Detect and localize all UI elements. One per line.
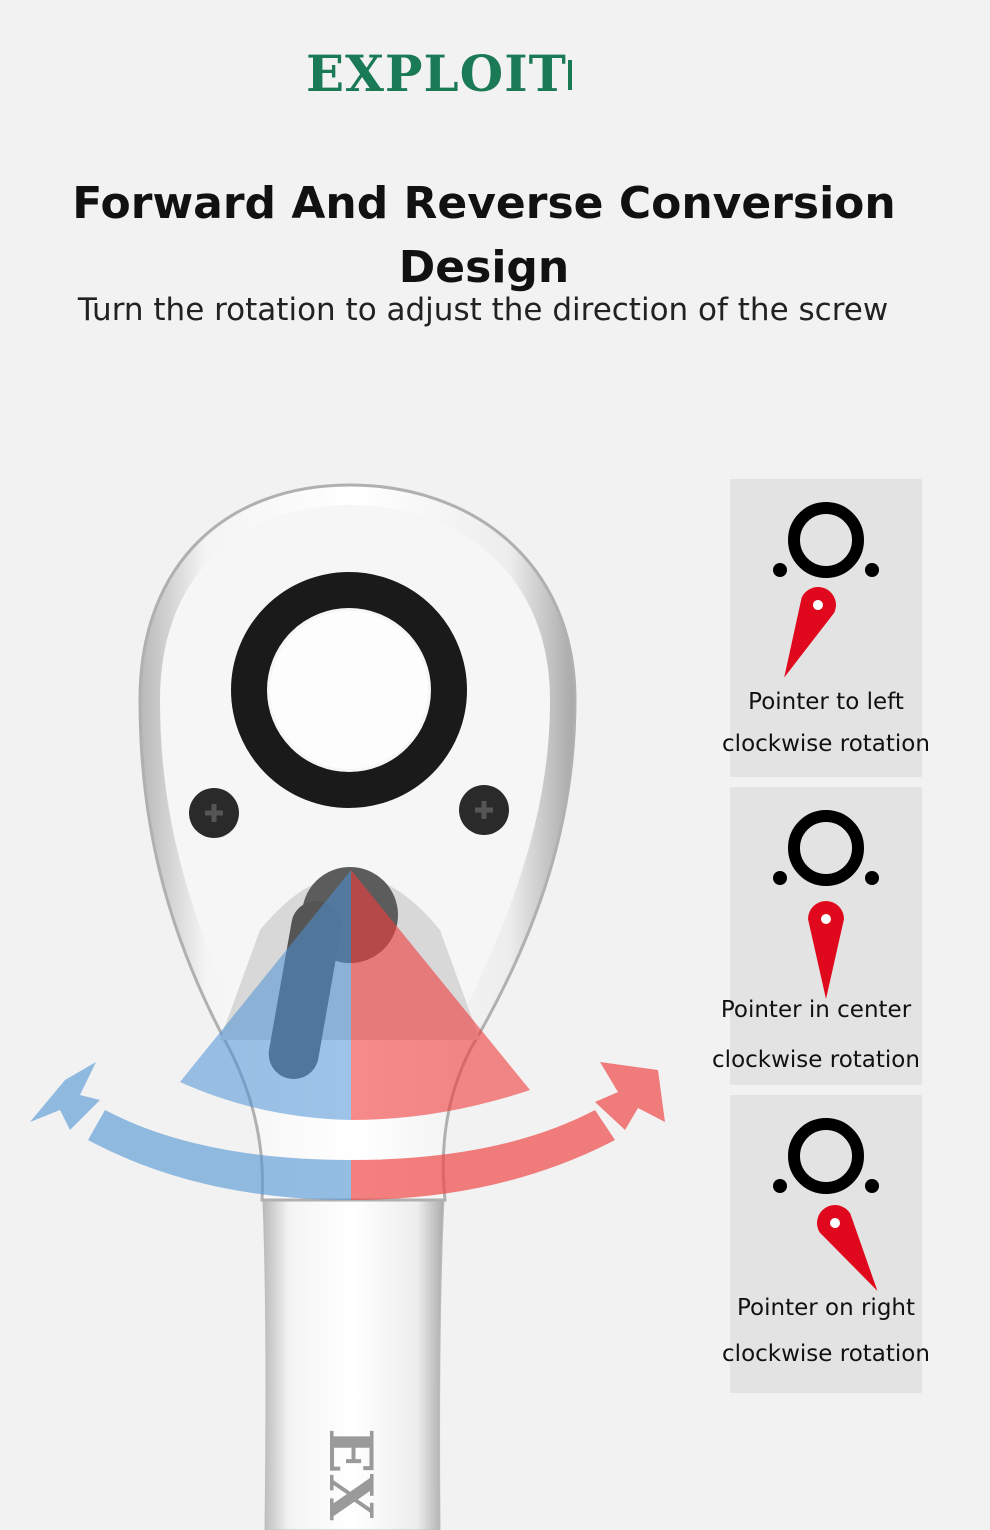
card-label: Pointer on right (736, 1295, 916, 1321)
card-label: Pointer to left (748, 689, 904, 715)
card-caption: clockwise rotation (722, 1341, 930, 1367)
brand-logo: EXPLOIT (306, 44, 567, 103)
card-label: Pointer in center (720, 997, 912, 1023)
right-arrow-head (595, 1062, 665, 1130)
drive-ring (231, 572, 467, 808)
pointer-right-card: Pointer on right clockwise rotation (722, 1095, 930, 1393)
page-subtitle: Turn the rotation to adjust the directio… (77, 292, 889, 328)
logo-divider (568, 60, 572, 90)
card-caption: clockwise rotation (722, 731, 930, 757)
counterclockwise-arrow (88, 1110, 351, 1200)
direction-indicator-icon (773, 1118, 879, 1291)
direction-indicator-icon (773, 810, 879, 999)
screw-icon (189, 788, 239, 838)
card-caption: clockwise rotation (712, 1047, 920, 1073)
direction-indicator-icon (773, 502, 879, 678)
pointer-icon (784, 587, 836, 678)
ratchet-wrench-illustration: EX (30, 483, 665, 1530)
clockwise-arrow (351, 1110, 615, 1200)
handle-engraving: EX (315, 1428, 385, 1521)
wrench-handle (261, 1179, 446, 1530)
page-title: Forward And Reverse Conversion Design (72, 178, 896, 293)
pointer-left-card: Pointer to left clockwise rotation (722, 479, 930, 777)
reverse-zone (180, 870, 351, 1120)
pointer-icon (817, 1205, 878, 1291)
forward-zone (351, 870, 530, 1120)
pointer-icon (808, 901, 844, 999)
pointer-center-card: Pointer in center clockwise rotation (712, 787, 922, 1085)
screw-icon (459, 785, 509, 835)
left-arrow-head (30, 1062, 100, 1130)
